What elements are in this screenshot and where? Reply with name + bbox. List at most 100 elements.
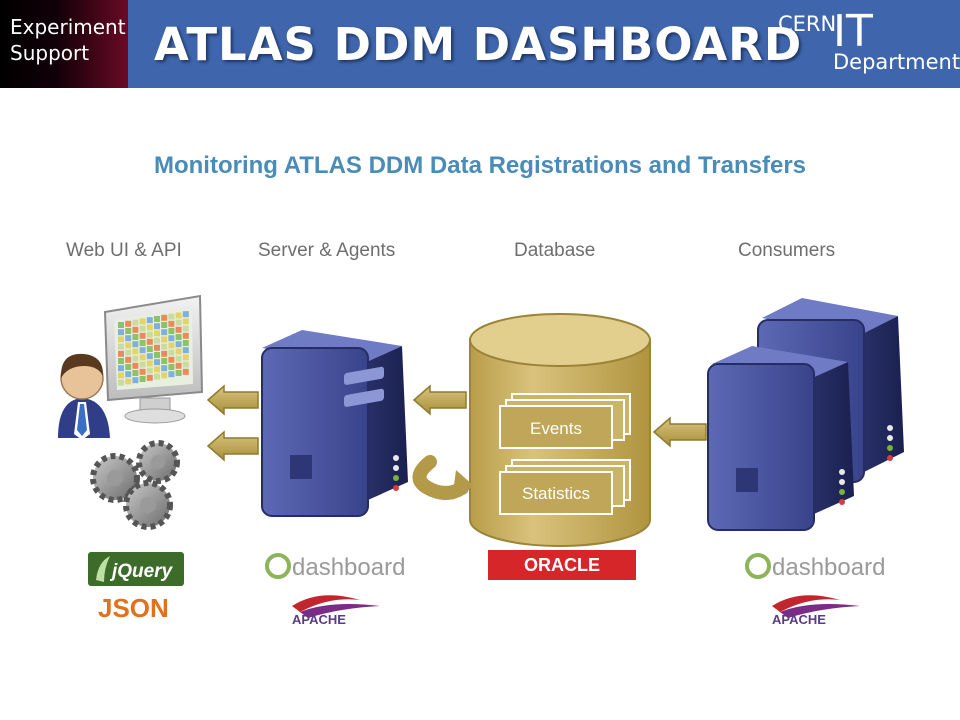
screen-cell [118,322,124,328]
screen-cell [154,330,160,337]
column-label-web-ui: Web UI & API [66,240,182,261]
screen-cell [118,329,124,336]
screen-cell [168,313,175,320]
statistics-table-icon: Statistics [499,459,631,515]
jquery-logo: jQuery [88,552,184,586]
screen-cell [139,340,146,346]
screen-cell [161,336,168,343]
screen-cell [146,353,153,360]
screen-cell [175,341,182,348]
screen-cell [168,371,175,378]
screen-cell [146,360,153,367]
screen-cell [168,364,175,370]
screen-cell [125,342,132,349]
screen-cell [118,365,124,372]
screen-cell [118,372,124,379]
dashboard-text-server: dashboard [292,554,405,581]
screen-cell [182,318,189,325]
column-label-server: Server & Agents [258,240,396,261]
dashboard-logo-consumers: dashboard [745,553,885,581]
column-label-consumers: Consumers [738,240,836,261]
screen-cell [154,337,160,344]
screen-cell [161,350,168,357]
screen-cell [168,342,175,349]
screen-cell [118,358,124,364]
screen-cell [168,328,175,334]
screen-cell [146,367,153,374]
oracle-text: ORACLE [524,555,600,575]
screen-cell [182,325,189,332]
statistics-label: Statistics [522,484,590,503]
screen-cell [182,368,189,375]
screen-cell [168,320,175,327]
screen-cell [146,346,153,352]
screen-cell [146,338,153,345]
screen-cell [154,323,160,330]
screen-cell [132,370,139,376]
screen-cell [175,370,182,376]
experiment-support-box: Experiment Support [0,0,128,88]
user-avatar-icon [58,353,110,440]
it-label: IT [833,6,873,57]
dashboard-logo-server: dashboard [265,553,405,581]
screen-cell [161,358,168,364]
apache-logo-consumers: APACHE [772,595,860,627]
events-label: Events [530,419,582,438]
screen-cell [139,318,146,325]
apache-text-server: APACHE [292,612,346,627]
screen-cell [161,365,168,372]
screen-cell [132,377,139,384]
screen-cell [132,326,139,333]
screen-cell [139,361,146,368]
screen-cell [154,316,160,322]
screen-cell [132,355,139,362]
screen-cell [132,334,139,340]
screen-cell [118,379,124,386]
screen-cell [175,319,182,326]
diagram-subtitle: Monitoring ATLAS DDM Data Registrations … [153,152,807,179]
department-label: Department [833,50,960,74]
screen-cell [132,319,139,326]
screen-cell [168,356,175,363]
consumer-server-front-icon [707,346,854,531]
screen-cell [168,335,175,342]
loop-arrow-icon [412,455,474,500]
screen-cell [125,356,132,363]
screen-cell [146,331,153,338]
screen-cell [146,374,153,381]
screen-cell [182,347,189,354]
arrow-consumers-to-db [652,416,707,448]
screen-cell [132,362,139,369]
screen-cell [132,348,139,355]
screen-cell [154,366,160,373]
screen-cell [132,341,139,348]
screen-cell [146,324,153,331]
page-title: ATLAS DDM DASHBOARD [154,18,803,71]
screen-cell [161,329,168,336]
screen-cell [139,347,146,354]
screen-cell [118,343,124,350]
screen-cell [125,371,132,378]
support-label: Support [10,41,90,65]
screen-cell [125,335,132,342]
jquery-text: jQuery [109,561,174,582]
screen-cell [161,343,168,350]
screen-cell [161,314,168,321]
screen-cell [154,373,160,380]
server-icon [261,330,408,517]
screen-cell [139,332,146,339]
screen-cell [125,364,132,370]
screen-cell [161,372,168,379]
screen-cell [125,320,132,327]
arrow-db-to-server [412,384,467,416]
screen-cell [125,328,132,334]
arrow-server-to-ui-bottom [206,430,259,462]
screen-cell [125,378,132,385]
header-banner [0,0,960,88]
screen-cell [154,359,160,366]
column-label-database: Database [514,240,596,261]
cern-label: CERN [778,12,837,36]
screen-cell [125,349,132,356]
screen-cell [182,311,189,318]
